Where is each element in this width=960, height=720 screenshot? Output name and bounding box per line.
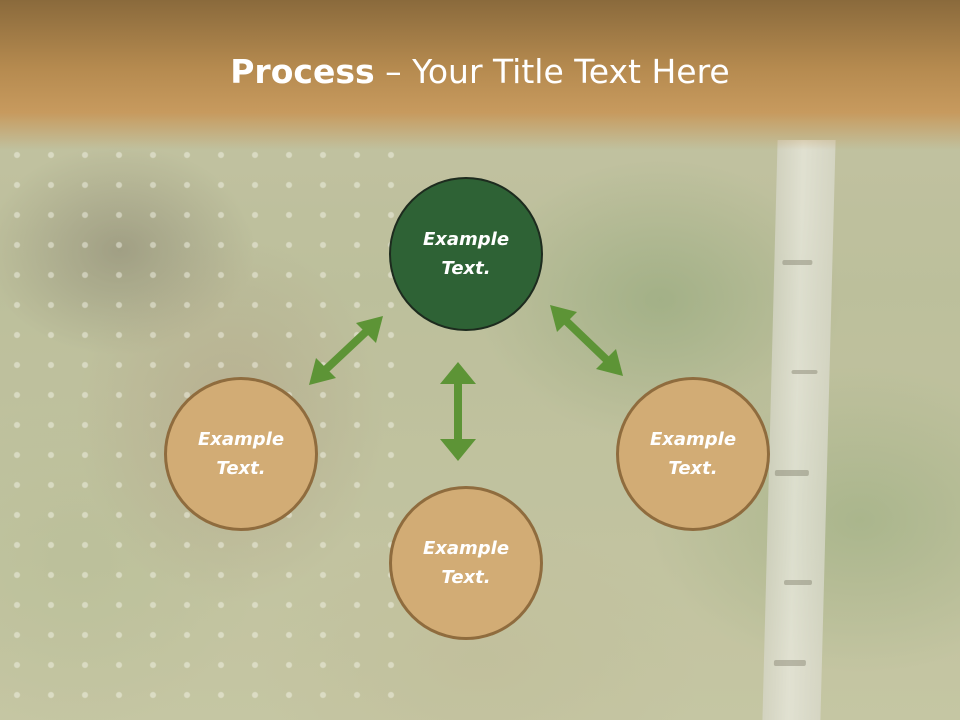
node-bottom-label: Example Text. bbox=[422, 538, 510, 588]
title-band bbox=[0, 0, 960, 150]
title-strong-text: Process bbox=[230, 52, 375, 91]
node-right-label: Example Text. bbox=[649, 429, 737, 479]
node-right[interactable]: Example Text. bbox=[616, 377, 770, 531]
node-top-label: Example Text. bbox=[422, 229, 510, 279]
node-left[interactable]: Example Text. bbox=[164, 377, 318, 531]
node-top-center[interactable]: Example Text. bbox=[389, 177, 543, 331]
slide-title[interactable]: Process – Your Title Text Here bbox=[0, 52, 960, 91]
arrow-center-to-right bbox=[550, 305, 623, 376]
arrow-center-to-bottom bbox=[440, 362, 476, 461]
node-bottom[interactable]: Example Text. bbox=[389, 486, 543, 640]
arrow-center-to-left bbox=[309, 316, 383, 385]
node-left-label: Example Text. bbox=[197, 429, 285, 479]
title-rest-text: – Your Title Text Here bbox=[374, 52, 730, 91]
